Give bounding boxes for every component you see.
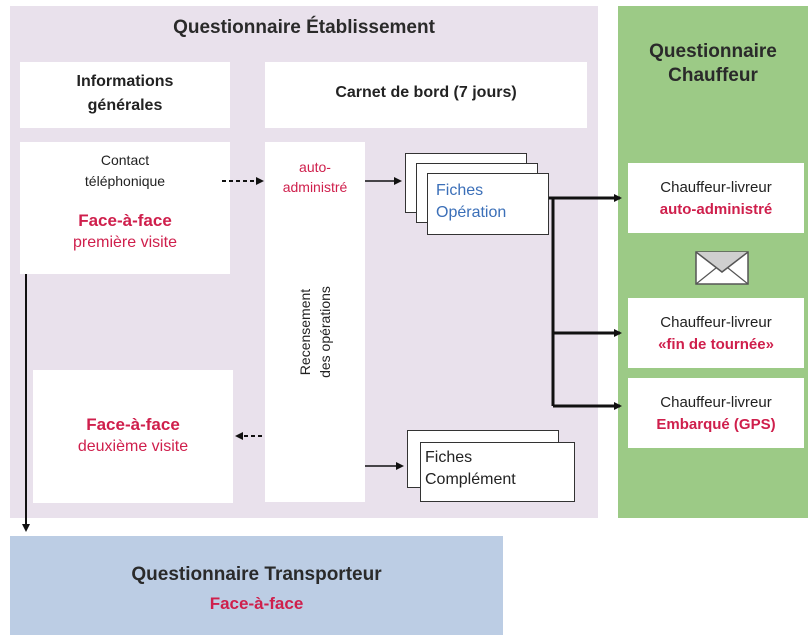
chauffeur-auto-box: Chauffeur-livreur auto-administré: [628, 163, 804, 233]
chauffeur-fin-tournee-box: Chauffeur-livreur «fin de tournée»: [628, 298, 804, 368]
info-generales-line1: Informations: [76, 73, 174, 90]
chauffeur-fin-tournee-mode: «fin de tournée»: [658, 336, 774, 353]
recensement-box: [265, 142, 365, 502]
envelope-icon: [695, 251, 749, 285]
premiere-visite-box: Contact téléphonique Face-à-face premièr…: [20, 142, 230, 274]
auto-administre-label: auto- administré: [265, 157, 365, 197]
deuxieme-visite-f2f: Face-à-face: [86, 415, 180, 434]
auto-administre-line2: administré: [282, 179, 348, 195]
info-generales-box: Informations générales: [20, 62, 230, 128]
fiches-operation-line1: Fiches: [436, 182, 484, 199]
deuxieme-visite-label: deuxième visite: [77, 438, 189, 455]
transporteur-mode: Face-à-face: [209, 594, 304, 613]
chauffeur-auto-label: Chauffeur-livreur: [660, 179, 772, 196]
etablissement-title: Questionnaire Établissement: [173, 17, 435, 38]
fiches-operation-line2: Opération: [436, 204, 507, 221]
chauffeur-embarque-mode: Embarqué (GPS): [656, 416, 776, 433]
premiere-visite-label: première visite: [72, 234, 178, 251]
chauffeur-title: Questionnaire Chauffeur: [618, 40, 808, 88]
contact-line1: Contact: [100, 152, 150, 168]
chauffeur-fin-tournee-label: Chauffeur-livreur: [660, 314, 772, 331]
transporteur-title: Questionnaire Transporteur: [131, 564, 382, 585]
fiches-operation-card: Fiches Opération: [427, 173, 549, 235]
fiches-complement-line1: Fiches: [425, 449, 473, 466]
fiches-complement-line2: Complément: [425, 471, 516, 488]
auto-administre-line1: auto-: [299, 159, 331, 175]
chauffeur-embarque-label: Chauffeur-livreur: [660, 394, 772, 411]
info-generales-line2: générales: [87, 97, 163, 114]
chauffeur-auto-mode: auto-administré: [659, 201, 773, 218]
chauffeur-title-line1: Questionnaire: [649, 41, 777, 62]
premiere-visite-f2f: Face-à-face: [78, 211, 172, 230]
deuxieme-visite-box: Face-à-face deuxième visite: [33, 370, 233, 503]
carnet-de-bord-box: Carnet de bord (7 jours): [265, 62, 587, 128]
transporteur-panel: [10, 536, 503, 635]
chauffeur-embarque-box: Chauffeur-livreur Embarqué (GPS): [628, 378, 804, 448]
chauffeur-title-line2: Chauffeur: [668, 65, 758, 86]
contact-line2: téléphonique: [84, 173, 166, 189]
fiches-complement-card: Fiches Complément: [420, 442, 575, 502]
